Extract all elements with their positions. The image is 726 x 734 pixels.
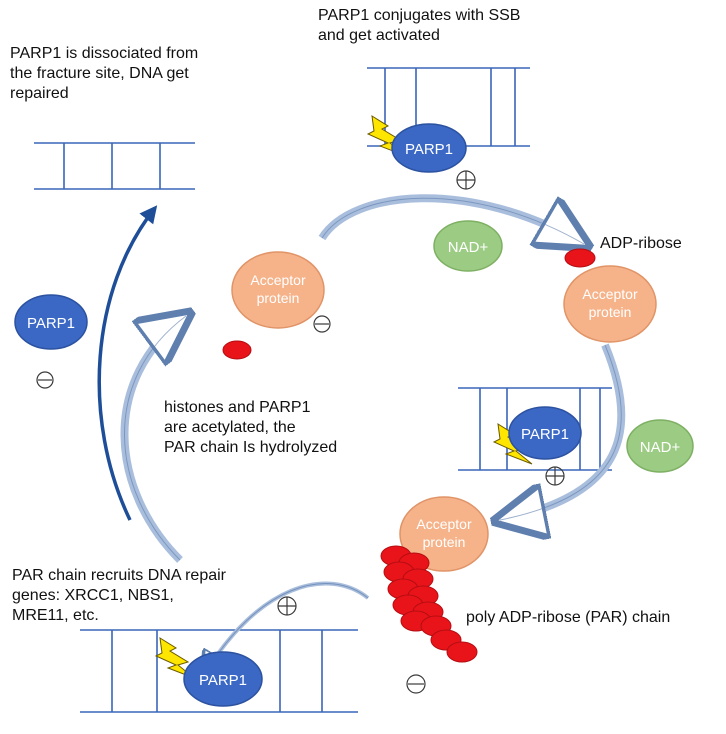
label-conjugates: PARP1 conjugates with SSB and get activa… (318, 7, 521, 44)
svg-text:PARP1: PARP1 (521, 426, 569, 443)
svg-text:Acceptor: Acceptor (416, 516, 472, 532)
acceptor-protein-bottom: Acceptor protein (399, 496, 489, 572)
adp-ribose-dot-free (222, 340, 252, 360)
label-recruits: PAR chain recruits DNA repair genes: XRC… (12, 567, 226, 624)
label-dissociated: PARP1 is dissociated from the fracture s… (10, 45, 199, 102)
parp1-node-left: PARP1 (14, 294, 88, 350)
label-par-chain: poly ADP-ribose (PAR) chain (466, 609, 671, 626)
svg-text:Acceptor: Acceptor (250, 272, 306, 288)
svg-text:protein: protein (423, 534, 466, 550)
dna-bottom-ladder (80, 629, 358, 713)
adp-ribose-dot-attached (564, 248, 596, 268)
parp1-node-bottom: PARP1 (183, 651, 263, 707)
svg-text:PARP1: PARP1 (405, 141, 453, 158)
par-chain-cluster (380, 545, 478, 663)
nad-node-right: NAD+ (626, 419, 694, 473)
svg-text:PARP1: PARP1 (27, 315, 75, 332)
parp1-node-middle: PARP1 (508, 406, 582, 460)
svg-text:PARP1: PARP1 (199, 672, 247, 689)
plus-charge-icon (545, 466, 565, 486)
plus-charge-icon (456, 170, 476, 190)
dna-repaired-ladder (34, 142, 195, 190)
acceptor-protein-left: Acceptor protein (231, 251, 325, 329)
minus-charge-icon (36, 371, 54, 389)
label-acetylated: histones and PARP1 are acetylated, the P… (164, 399, 338, 456)
svg-text:protein: protein (589, 304, 632, 320)
svg-text:NAD+: NAD+ (448, 239, 489, 256)
plus-charge-icon (277, 596, 297, 616)
minus-charge-icon (313, 315, 331, 333)
minus-charge-icon (406, 674, 426, 694)
arrow-to-repaired-dna (97, 205, 158, 521)
svg-text:NAD+: NAD+ (640, 439, 681, 456)
svg-text:Acceptor: Acceptor (582, 286, 638, 302)
dna-middle-ladder (458, 387, 612, 471)
label-adp-ribose: ADP-ribose (600, 235, 682, 252)
nad-node-top: NAD+ (433, 220, 503, 272)
svg-text:protein: protein (257, 290, 300, 306)
parp1-node-top: PARP1 (391, 123, 467, 173)
acceptor-protein-right: Acceptor protein (563, 265, 657, 343)
